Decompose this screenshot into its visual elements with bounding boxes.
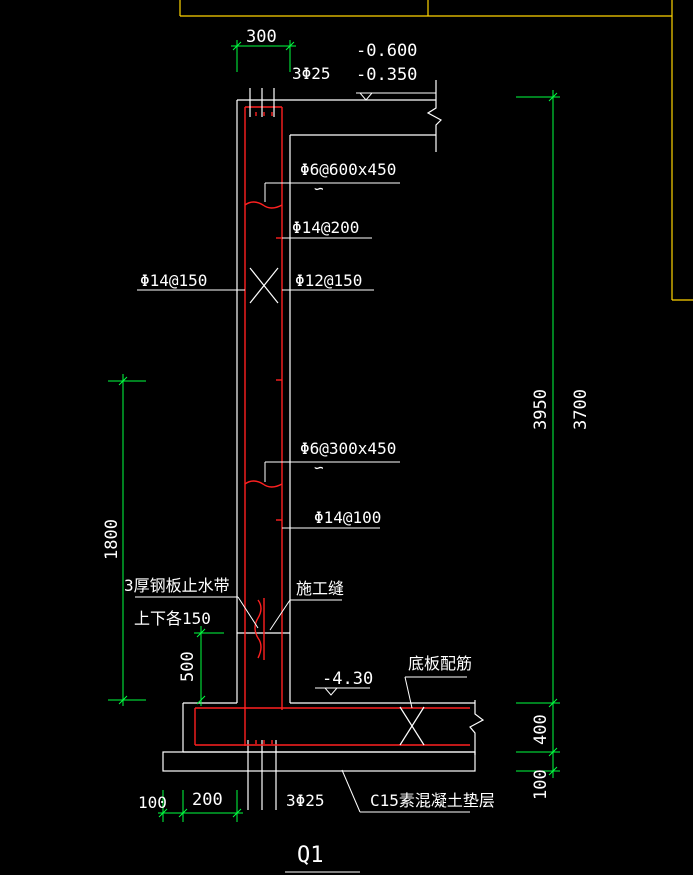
note-cushion: C15素混凝土垫层: [370, 791, 495, 810]
label-outer-vertical-upper: Φ14@200: [292, 218, 359, 237]
dim-wall-clear-height: 3700: [571, 389, 591, 430]
elevation-top-1: -0.600: [356, 41, 417, 61]
dim-waterstop-height: 1800: [102, 519, 122, 560]
elevation-slab-top: -4.30: [322, 669, 373, 689]
drawing-frame: [179, 0, 693, 301]
cross-marks: [249, 88, 425, 746]
drawing-title: Q1: [297, 843, 324, 868]
labels: 300 -0.600 -0.350 3Φ25 Φ6@600x450 ∽ Φ14@…: [102, 27, 591, 868]
dim-slab-thickness: 400: [531, 714, 551, 745]
label-horizontal: Φ12@150: [295, 271, 362, 290]
reinforcement: [194, 106, 470, 746]
dim-wall-thickness: 300: [246, 27, 277, 47]
label-outer-vertical-lower: Φ14@100: [314, 508, 381, 527]
elevation-top-2: -0.350: [356, 65, 417, 85]
dim-joint-height: 500: [178, 651, 198, 682]
note-waterstop-1: 3厚钢板止水带: [124, 576, 230, 595]
dim-cushion-thickness: 100: [531, 769, 551, 800]
label-inner-vertical: Φ14@150: [140, 271, 207, 290]
dim-slab-projection: 200: [192, 790, 223, 810]
note-construction-joint: 施工缝: [296, 579, 344, 598]
note-waterstop-2: 上下各150: [134, 609, 211, 628]
label-top-bars: 3Φ25: [292, 64, 331, 83]
dimension-lines: [108, 40, 560, 873]
leader-lines: [135, 92, 470, 813]
wall-outline: [162, 80, 485, 810]
label-tie-upper: Φ6@600x450: [300, 160, 396, 179]
dim-wall-total-height: 3950: [531, 389, 551, 430]
label-tie-lower: Φ6@300x450: [300, 439, 396, 458]
tie-symbol-upper: ∽: [314, 179, 324, 198]
dim-cushion-extension: 100: [138, 793, 167, 812]
tie-symbol-lower: ∽: [314, 458, 324, 477]
note-slab-reinforcement: 底板配筋: [408, 654, 472, 673]
label-bottom-bars: 3Φ25: [286, 791, 325, 810]
